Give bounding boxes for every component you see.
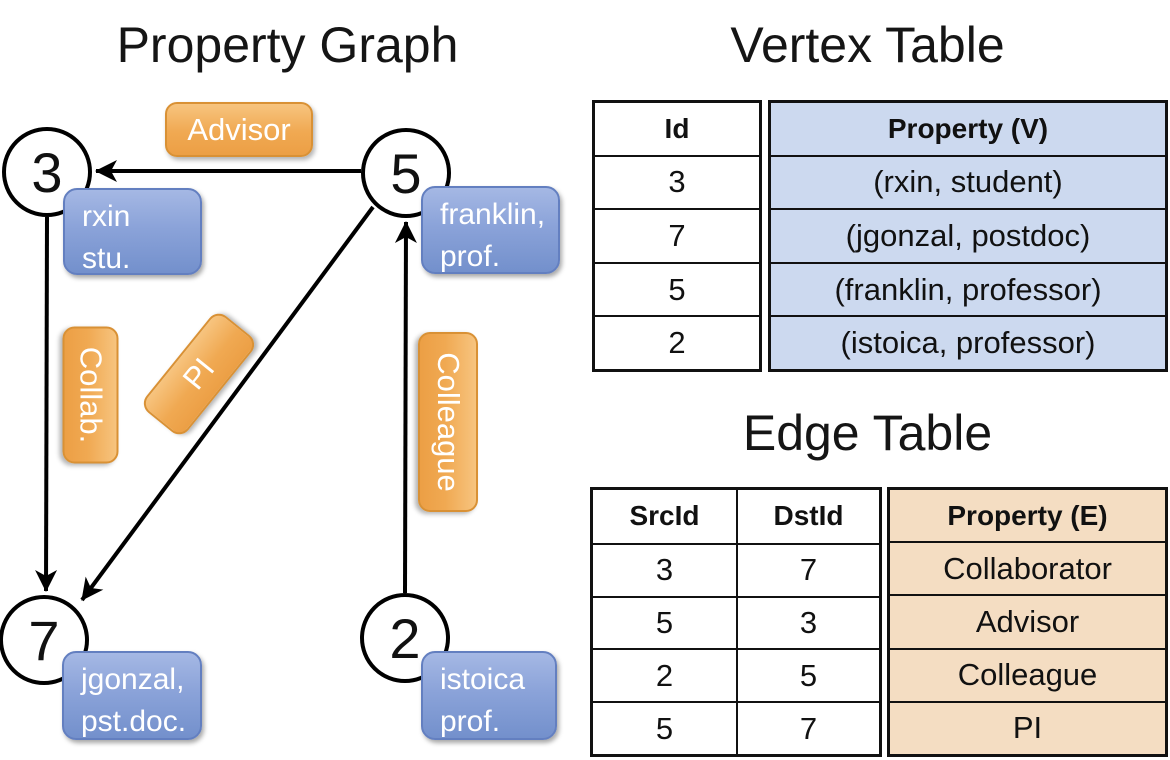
- vertex-prop-line2: pst.doc.: [81, 705, 187, 738]
- edge-label-pi: PI: [138, 308, 260, 440]
- vertex-prop-line1: istoica: [440, 663, 526, 696]
- vertex-table-id-column: Id 3 7 5 2: [592, 100, 762, 372]
- edge-colleague-2-to-5: [394, 221, 417, 594]
- vertex-table-row-property: (rxin, student): [771, 154, 1165, 209]
- vertex-table-row-id: 5: [595, 261, 759, 316]
- edge-table-row-dstid: 7: [736, 701, 879, 754]
- vertex-prop-line1: rxin: [82, 200, 131, 233]
- vertex-table-row-id: 7: [595, 208, 759, 262]
- edge-table-header-property: Property (E): [947, 499, 1108, 531]
- vertex-prop-line2: stu.: [82, 242, 131, 275]
- edge-label-advisor: Advisor: [165, 102, 313, 157]
- vertex-node-5-id: 5: [390, 141, 422, 205]
- edge-collab-3-to-7: [35, 216, 58, 592]
- vertex-node-2-id: 2: [389, 606, 421, 670]
- vertex-table-header-id: Id: [664, 112, 690, 144]
- vertex-prop-line2: prof.: [440, 240, 501, 273]
- vertex-table-title: Vertex Table: [730, 17, 1005, 73]
- edge-table-row-srcid: 5: [593, 701, 736, 754]
- edge-table-row-property: PI: [890, 700, 1165, 754]
- vertex-node-7-id: 7: [28, 608, 60, 672]
- vertex-prop-line1: jgonzal,: [81, 663, 185, 696]
- vertex-node-3: 3: [2, 127, 92, 217]
- edge-table-row-dstid: 5: [736, 648, 879, 702]
- edge-label-collab: Collab.: [62, 326, 119, 464]
- edge-table-header-dstid: DstId: [736, 490, 879, 543]
- vertex-prop-box-rxin: rxin stu.: [63, 188, 202, 275]
- vertex-prop-line2: prof.: [440, 705, 501, 738]
- edge-table-row-property: Collaborator: [890, 541, 1165, 594]
- edge-table-property-column: Property (E) Collaborator Advisor Collea…: [887, 487, 1168, 757]
- edge-table-row-srcid: 5: [593, 595, 736, 649]
- vertex-prop-box-istoica: istoica prof.: [421, 651, 557, 740]
- vertex-table-header-property: Property (V): [887, 112, 1049, 144]
- vertex-table-property-column: Property (V) (rxin, student) (jgonzal, p…: [768, 100, 1168, 372]
- edge-table-row-srcid: 3: [593, 542, 736, 596]
- vertex-node-5: 5: [361, 128, 451, 218]
- edge-label-colleague: Colleague: [418, 332, 478, 512]
- vertex-table-row-property: (istoica, professor): [771, 315, 1165, 369]
- edge-table-row-property: Colleague: [890, 647, 1165, 701]
- property-graph-title: Property Graph: [116, 17, 459, 73]
- vertex-table-row-property: (jgonzal, postdoc): [771, 208, 1165, 262]
- edge-table-header-srcid: SrcId: [629, 500, 700, 532]
- edge-table-row-dstid: 3: [736, 595, 879, 649]
- vertex-prop-box-franklin: franklin, prof.: [421, 186, 560, 274]
- edge-table-row-dstid: 7: [736, 542, 879, 596]
- vertex-table-row-property: (franklin, professor): [771, 261, 1165, 316]
- edge-table-title: Edge Table: [742, 405, 993, 461]
- vertex-prop-box-jgonzal: jgonzal, pst.doc.: [62, 651, 202, 740]
- vertex-table-row-id: 3: [595, 154, 759, 209]
- vertex-prop-line1: franklin,: [440, 198, 546, 231]
- edge-table-id-columns: SrcId DstId 3 7 5 3 2 5 5 7: [590, 487, 882, 757]
- vertex-node-3-id: 3: [31, 140, 63, 204]
- edge-table-row-srcid: 2: [593, 648, 736, 701]
- vertex-table-row-id: 2: [595, 315, 759, 369]
- edge-table-row-property: Advisor: [890, 594, 1165, 647]
